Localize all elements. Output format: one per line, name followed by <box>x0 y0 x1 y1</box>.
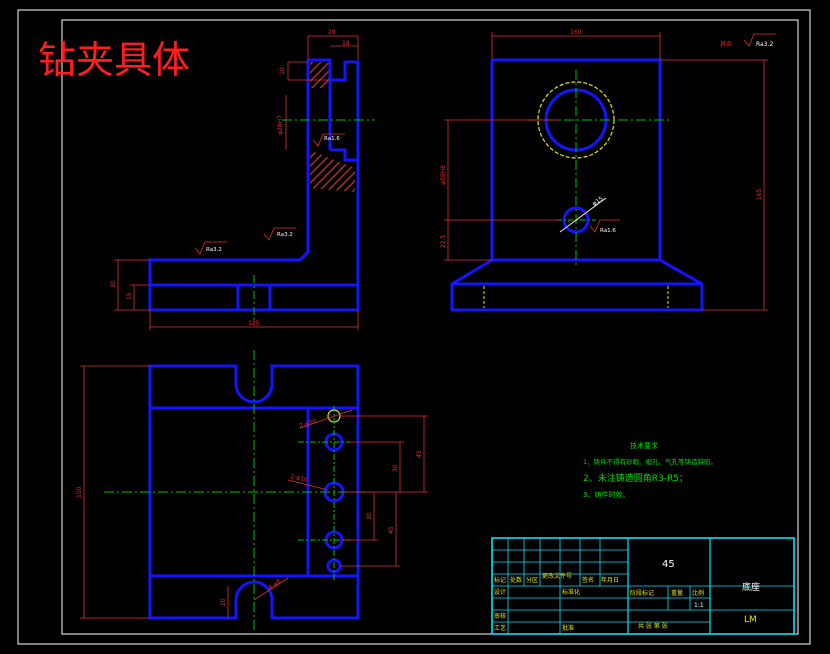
dim-side-slot: 10 <box>279 67 286 75</box>
roughness-symbol <box>743 33 776 47</box>
tb-approve: 批准 <box>562 624 574 632</box>
notes-heading: 技术要求 <box>630 441 658 450</box>
dim-plan-v2: 45 <box>416 450 423 458</box>
dim-front-h: 165 <box>756 188 763 200</box>
roughness-symbol <box>263 227 296 241</box>
technical-notes: 技术要求 1、铸件不得有砂眼、缩孔、气孔等铸造缺陷。 2、未注铸造圆角R3-R5… <box>583 441 717 499</box>
side-bore-step <box>330 148 358 162</box>
leader-line <box>299 409 353 429</box>
leader-line <box>253 577 289 601</box>
leader-line <box>559 197 607 233</box>
dim-plan-slot: 20 <box>220 598 227 606</box>
tb-sheets: 共 张 第 张 <box>638 622 668 630</box>
title-block <box>491 537 795 635</box>
tb-process: 工艺 <box>494 624 506 632</box>
plan-outline <box>148 364 360 620</box>
roughness-r5: Ra3.2 <box>756 41 773 48</box>
note-3: 3、铸件时效。 <box>583 490 629 499</box>
dim-plan-v1: 30 <box>392 464 399 472</box>
dim-plan-d3: 4-φ8 <box>267 578 282 592</box>
side-outline <box>148 58 360 312</box>
front-view: 160 165 φ55H8 22.5 φ15 Ra1.6 其余 Ra3.2 <box>440 29 776 312</box>
roughness-symbol <box>312 133 345 147</box>
dim-plan-v4: 45 <box>388 526 395 534</box>
dim-front-w: 160 <box>570 29 582 36</box>
roughness-r2: Ra1.6 <box>324 136 340 142</box>
dim-side-top-w2: 18 <box>342 40 350 47</box>
tb-part-name: 底座 <box>742 581 760 593</box>
dim-side-bore: φ28H7 <box>277 115 284 135</box>
hatch-section-mid <box>310 150 355 192</box>
roughness-general-label: 其余 <box>720 40 732 48</box>
tb-scale-label: 比例 <box>692 589 704 597</box>
tb-h-mark: 标记 <box>494 576 506 584</box>
tb-code: LM <box>744 615 757 625</box>
tb-material: 45 <box>662 559 675 570</box>
side-view: 28 18 10 φ28H7 30 15 125 Ra1.6 Ra3.2 Ra3… <box>110 29 375 330</box>
tb-h-docno: 更改文件号 <box>542 572 572 580</box>
tb-h-date: 年月日 <box>601 576 619 584</box>
note-1: 1、铸件不得有砂眼、缩孔、气孔等铸造缺陷。 <box>583 457 717 466</box>
tb-design: 设计 <box>494 588 506 596</box>
tb-h-sign: 签名 <box>582 576 594 584</box>
plan-view: 150 20 2-φ10 2-φ10 4-φ8 30 45 30 45 <box>76 350 428 632</box>
roughness-symbol <box>194 241 227 255</box>
tb-scale: 1:1 <box>694 602 704 609</box>
note-2: 2、未注铸造圆角R3-R5； <box>583 472 688 484</box>
tb-weight: 重量 <box>671 589 683 597</box>
front-outline <box>450 58 704 312</box>
outer-frame <box>17 9 811 645</box>
tb-h-count: 处数 <box>510 576 522 584</box>
dim-front-bore: φ55H8 <box>440 165 447 185</box>
dim-plan-d2: 2-φ10 <box>290 473 309 484</box>
title-block-text: 45 底座 LM 标记 处数 分区 更改文件号 签名 年月日 设计 标准化 阶段… <box>494 559 760 632</box>
dim-plan-h: 150 <box>76 486 83 498</box>
dim-side-base-h2: 15 <box>126 292 133 300</box>
drawing-title: 钻夹具体 <box>38 38 190 82</box>
dim-side-base-h: 30 <box>110 280 117 288</box>
inner-frame <box>61 19 799 635</box>
roughness-r1: Ra3.2 <box>206 247 222 253</box>
tb-check: 审核 <box>494 612 506 620</box>
roughness-symbol <box>589 219 620 233</box>
tb-h-zone: 分区 <box>526 576 538 584</box>
leader-line <box>287 479 329 491</box>
dim-side-len: 125 <box>248 320 260 327</box>
roughness-r4: Ra1.6 <box>600 228 616 234</box>
dim-side-top-w: 28 <box>328 29 336 36</box>
dim-plan-v3: 30 <box>366 512 373 520</box>
roughness-r3: Ra3.2 <box>277 232 293 238</box>
dim-front-small-d: φ15 <box>591 195 605 207</box>
tb-standard: 标准化 <box>562 588 580 596</box>
dim-front-hole-h: 22.5 <box>440 234 447 248</box>
hatch-section-top <box>310 62 330 88</box>
tb-stage: 阶段标记 <box>630 589 654 597</box>
